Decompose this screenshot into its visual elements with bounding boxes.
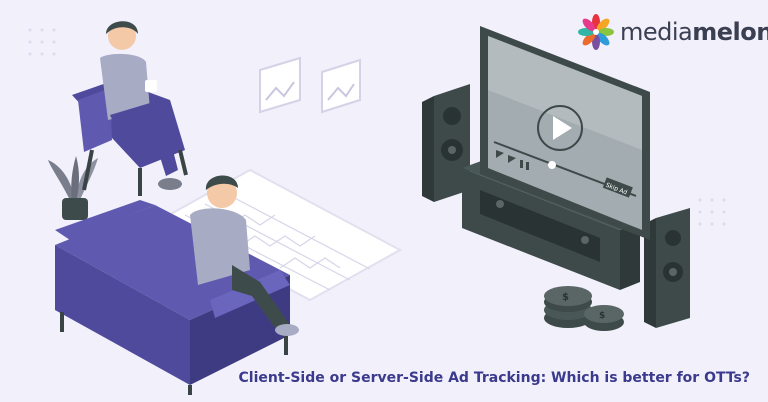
logo-petal	[596, 32, 610, 46]
logo-petal	[582, 18, 596, 32]
coin-stack-icon: $ $	[544, 286, 624, 331]
speaker-right	[644, 208, 690, 328]
svg-text:$: $	[599, 311, 605, 321]
man-watching	[190, 175, 299, 336]
woman-watching	[100, 21, 182, 190]
brand-wordmark: mediamelon	[620, 18, 768, 46]
article-title: Client-Side or Server-Side Ad Tracking: …	[238, 370, 751, 386]
svg-text:$: $	[562, 292, 569, 303]
mediamelon-logo[interactable]: mediamelon	[578, 14, 768, 50]
wall-frame-left	[259, 56, 301, 114]
television: Skip Ad	[480, 26, 650, 240]
wall-frame-right	[321, 58, 361, 114]
logo-petal	[596, 18, 610, 32]
dot-pattern	[28, 28, 726, 226]
skip-ad-box	[602, 177, 633, 198]
melon-flower-icon	[578, 14, 614, 50]
play-button-icon	[537, 105, 583, 151]
brand-name-part1: media	[620, 18, 693, 46]
speaker-left	[422, 84, 470, 202]
logo-petal	[582, 32, 596, 46]
brand-name-part2: melon	[692, 18, 768, 46]
player-controls-icon	[496, 150, 529, 170]
